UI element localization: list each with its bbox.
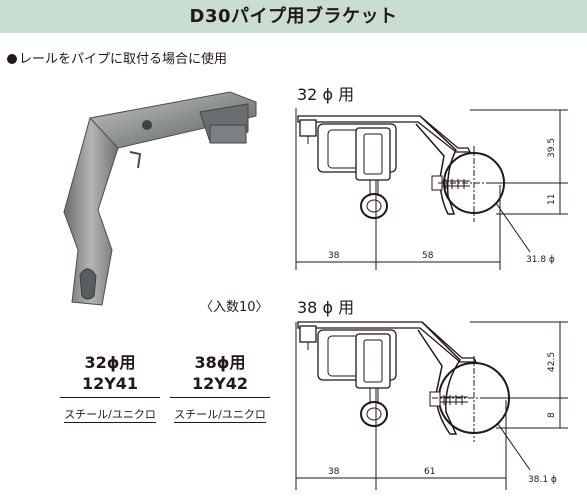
- diagram-title: 32 ϕ 用: [297, 85, 355, 104]
- product-code: 12Y42: [191, 374, 249, 393]
- product-item: 38ϕ用 12Y42 スチール/ユニクロ: [170, 352, 270, 423]
- bullet-icon: [7, 54, 17, 64]
- intro-label: レールをパイプに取付る場合に使用: [19, 52, 228, 67]
- product-item: 32ϕ用 12Y41 スチール/ユニクロ: [60, 352, 160, 423]
- product-pipe: 38ϕ用: [194, 353, 246, 372]
- quantity-label: 〈入数10〉: [200, 300, 269, 315]
- diagram-title: 38 ϕ 用: [297, 298, 355, 317]
- product-material: スチール/ユニクロ: [170, 397, 270, 423]
- product-code: 12Y41: [81, 374, 139, 393]
- product-pipe: 32ϕ用: [84, 353, 136, 372]
- product-material: スチール/ユニクロ: [60, 397, 160, 423]
- page-title: D30パイプ用ブラケット: [0, 0, 587, 33]
- intro-text: レールをパイプに取付る場合に使用: [7, 48, 227, 67]
